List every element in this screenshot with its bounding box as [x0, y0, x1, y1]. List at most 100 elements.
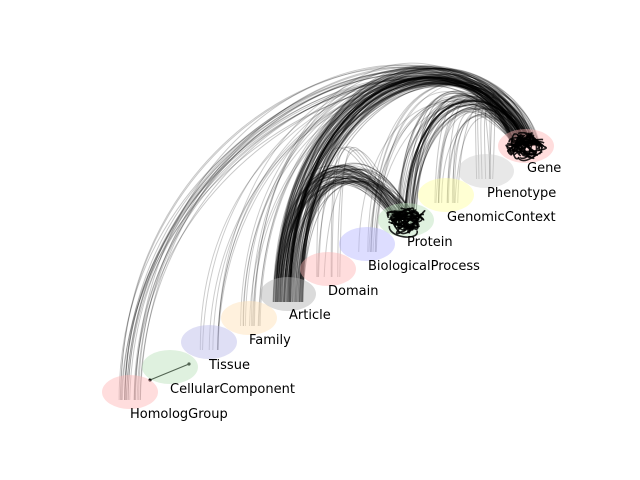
edge-article-gene	[294, 75, 528, 303]
edge-article-gene	[279, 82, 536, 303]
edge-article-gene	[283, 65, 523, 303]
edge-tissue-gene	[212, 83, 514, 351]
edge-protein-gene	[410, 92, 518, 229]
self-loop-protein	[391, 217, 417, 224]
edge-protein-gene	[408, 105, 533, 229]
edge-endpoint-dot	[187, 362, 191, 366]
label-article: Article	[289, 308, 331, 323]
edge-biologicalprocess-gene	[358, 100, 525, 253]
edge-article-protein	[299, 175, 411, 303]
edge-article-protein	[279, 168, 414, 303]
edge-article-protein	[283, 172, 396, 303]
edge-tissue-gene	[217, 82, 525, 351]
edge-article-protein	[292, 166, 399, 303]
edge-article-protein	[284, 168, 417, 303]
edge-homologgroup-gene	[119, 64, 535, 401]
self-loop-gene	[511, 138, 536, 155]
node-tissue	[181, 325, 237, 359]
node-cellularcomponent	[142, 350, 198, 384]
edge-biologicalprocess-gene	[375, 95, 519, 253]
edge-tissue-gene	[208, 83, 542, 351]
edge-article-protein	[284, 165, 402, 303]
edge-domain-protein	[337, 149, 408, 278]
edge-family-gene	[259, 74, 512, 327]
edge-article-protein	[300, 176, 396, 303]
edge-protein-gene-bold	[403, 99, 529, 229]
edge-genomiccontext-gene	[447, 115, 519, 204]
edge-article-protein	[290, 178, 397, 303]
edge-protein-gene	[413, 108, 522, 229]
edge-protein-gene	[415, 100, 533, 229]
edge-article-gene	[285, 66, 516, 303]
edge-domain-protein	[316, 147, 398, 278]
edge-protein-gene	[411, 98, 526, 229]
edge-homologgroup-gene	[124, 78, 517, 401]
edge-article-protein	[277, 177, 411, 303]
edge-protein-gene	[397, 102, 520, 229]
edge-article-protein	[282, 168, 397, 303]
edge-homologgroup-gene	[126, 69, 524, 401]
edge-article-protein	[283, 175, 398, 303]
edge-protein-gene	[413, 98, 528, 229]
edge-protein-gene	[411, 92, 515, 229]
edge-biologicalprocess-gene	[368, 99, 517, 253]
edge-genomiccontext-gene	[446, 96, 528, 204]
edge-article-protein	[276, 165, 397, 303]
edge-homologgroup-gene	[133, 78, 540, 401]
edge-article-protein	[301, 178, 410, 303]
edge-article-gene	[283, 79, 520, 303]
edge-tissue-gene	[199, 77, 535, 351]
label-domain: Domain	[328, 284, 378, 299]
edge-protein-gene	[406, 103, 538, 229]
edge-article-gene-bold	[288, 76, 529, 303]
edge-article-protein	[274, 165, 410, 303]
edge-article-protein	[283, 171, 411, 303]
edge-homologgroup-gene	[138, 67, 527, 401]
node-genomiccontext	[418, 178, 474, 212]
self-loop-protein	[403, 209, 412, 230]
edge-genomiccontext-gene	[452, 110, 518, 204]
node-phenotype	[458, 154, 514, 188]
self-loop-gene	[512, 141, 542, 152]
edge-article-gene	[293, 73, 539, 303]
edge-article-protein	[286, 169, 408, 303]
edge-layer	[118, 62, 542, 401]
edge-genomiccontext-gene	[448, 114, 531, 204]
edge-homologgroup-gene	[133, 77, 528, 401]
edge-article-gene	[302, 68, 526, 303]
edge-homologgroup-gene	[127, 76, 531, 401]
edge-article-gene	[280, 81, 523, 303]
edge-article-protein	[299, 172, 408, 303]
self-loop-gene	[515, 136, 535, 153]
self-loop-gene	[517, 131, 547, 148]
label-cellularcomponent: CellularComponent	[170, 382, 295, 397]
edge-article-gene	[281, 72, 534, 303]
edge-article-gene	[277, 73, 514, 303]
edge-article-protein	[296, 177, 409, 303]
edge-article-protein	[277, 165, 397, 303]
edge-article-gene	[294, 80, 517, 303]
edge-protein-gene	[410, 104, 530, 229]
edge-article-protein	[292, 182, 394, 303]
edge-domain-protein	[318, 165, 397, 278]
edge-article-protein	[300, 164, 402, 303]
edge-article-protein	[302, 182, 394, 303]
edge-tissue-gene	[217, 68, 526, 351]
edge-protein-gene	[399, 104, 531, 229]
self-loop-protein	[408, 210, 426, 234]
edge-article-protein	[279, 181, 406, 303]
edge-article-protein	[275, 182, 397, 303]
edge-article-protein	[279, 170, 413, 303]
edge-article-gene	[290, 75, 531, 303]
edge-homologgroup-gene	[120, 79, 541, 401]
edge-article-gene	[284, 82, 536, 303]
edge-article-protein	[280, 177, 414, 303]
edge-family-gene	[242, 79, 531, 327]
edge-tissue-gene	[217, 76, 537, 351]
edge-protein-gene	[411, 96, 538, 229]
edge-homologgroup-gene	[127, 70, 515, 401]
edge-phenotype-gene	[475, 92, 522, 180]
edge-family-gene	[243, 73, 541, 327]
edge-article-gene	[284, 69, 533, 303]
